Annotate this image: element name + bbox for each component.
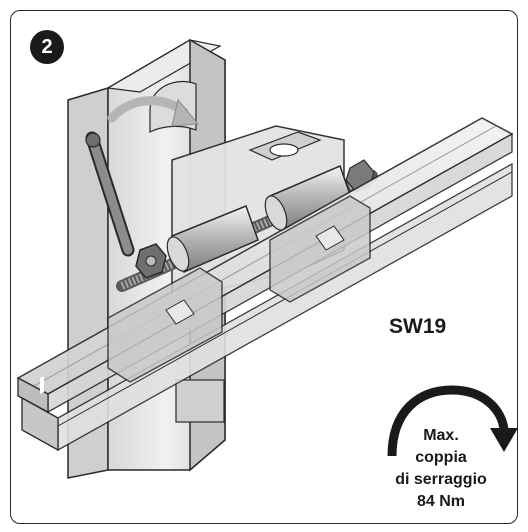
wrench-size-label: SW19	[389, 315, 447, 338]
torque-specification: Max. coppia di serraggio 84 Nm	[386, 425, 496, 513]
torque-line-2: coppia	[415, 449, 467, 466]
curved-arrow-icon	[107, 96, 200, 127]
hex-nut	[135, 243, 167, 279]
lever-handle	[85, 131, 135, 257]
left-cylinder-nut	[166, 205, 259, 274]
step-number-badge: 2	[30, 30, 64, 64]
torque-line-3: di serraggio	[395, 471, 487, 488]
clamp-plate-right	[269, 195, 371, 303]
clockwise-torque-arrow-icon	[387, 385, 518, 457]
clamp-plate-left	[107, 267, 223, 383]
torque-line-4: 84 Nm	[416, 493, 466, 510]
torque-line-1: Max.	[423, 427, 459, 444]
